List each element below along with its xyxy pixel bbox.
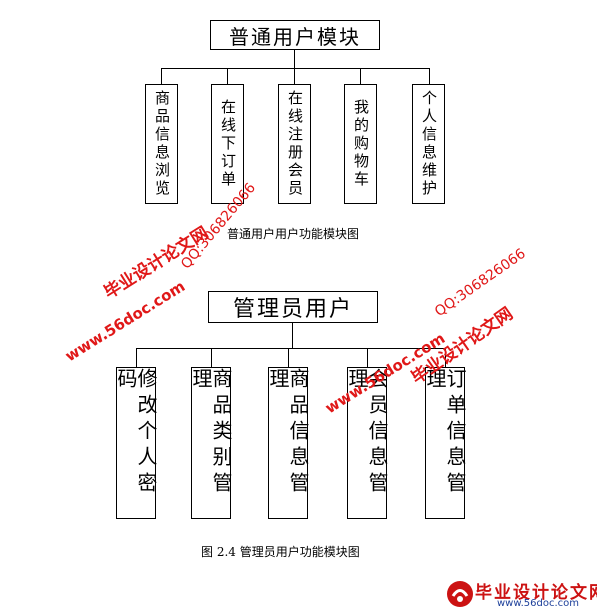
connector: [360, 68, 361, 84]
diagram2-caption: 图 2.4 管理员用户功能模块图: [201, 545, 360, 559]
module-product-browse: 商品信息浏览: [145, 84, 178, 204]
module-personal-info: 个人信息维护: [412, 84, 445, 204]
connector: [227, 68, 228, 84]
logo-icon: [447, 581, 473, 607]
admin-root-node: 管理员用户: [208, 291, 378, 323]
site-logo: 毕业设计论文网 www.56doc.com: [445, 578, 597, 610]
logo-url: www.56doc.com: [497, 598, 580, 609]
connector: [288, 348, 289, 367]
watermark-qq: QQ:306826066: [432, 245, 529, 321]
connector: [429, 68, 430, 84]
connector: [294, 68, 295, 84]
connector: [136, 348, 446, 349]
connector: [367, 348, 368, 367]
connector: [161, 68, 162, 84]
module-online-order: 在线下订单: [211, 84, 244, 204]
connector: [445, 348, 446, 367]
module-member-register: 在线注册会员: [278, 84, 311, 204]
connector: [294, 50, 295, 68]
diagram1-caption: 普通用户用户功能模块图: [227, 227, 360, 241]
module-product-manage: 商品信息管理: [266, 367, 310, 519]
module-change-password: 修改个人密码: [114, 367, 158, 519]
module-shopping-cart: 我的购物车: [344, 84, 377, 204]
connector: [292, 323, 293, 348]
connector: [161, 68, 430, 69]
connector: [136, 348, 137, 367]
connector: [211, 348, 212, 367]
normal-user-root-node: 普通用户模块: [210, 20, 380, 50]
module-order-manage: 订单信息管理: [423, 367, 467, 519]
module-member-manage: 会员信息管理: [345, 367, 389, 519]
logo-text: 毕业设计论文网: [475, 583, 597, 603]
module-category-manage: 商品类别管理: [189, 367, 233, 519]
